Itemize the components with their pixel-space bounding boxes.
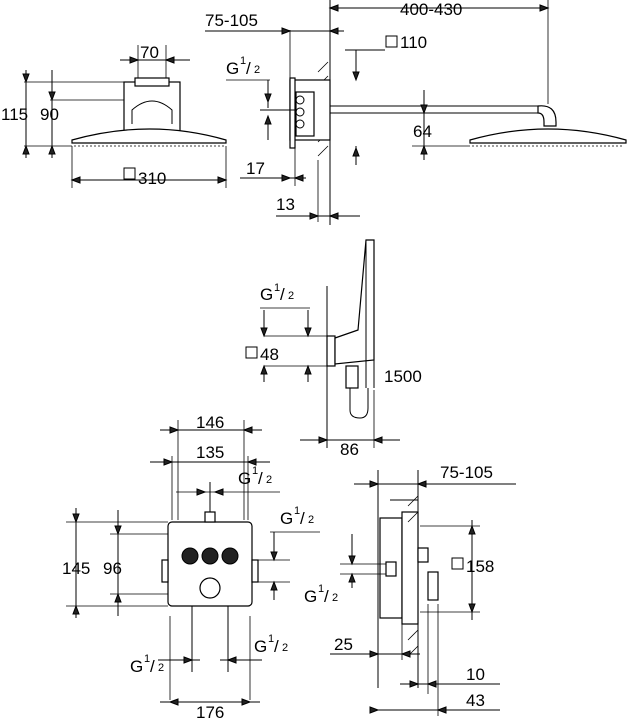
- wall-box-inner: [295, 91, 315, 137]
- cover-plate: [289, 77, 296, 149]
- dim-13: 13: [276, 195, 295, 214]
- valve-side-view: 75-105 158 G 1 / 2 25 10: [304, 463, 516, 716]
- head-shower-front-view: 70 115 90 310: [1, 43, 228, 188]
- svg-text:2: 2: [266, 474, 272, 486]
- shower-head-plate: [71, 128, 227, 144]
- svg-text:1: 1: [318, 583, 324, 595]
- dim-25: 25: [334, 635, 353, 654]
- svg-text:/: /: [258, 469, 263, 488]
- svg-text:G: G: [238, 469, 251, 488]
- svg-text:/: /: [274, 637, 279, 656]
- dim-115: 115: [1, 105, 28, 124]
- dim-146: 146: [196, 413, 224, 432]
- dim-70: 70: [140, 43, 159, 62]
- side-shower-head: [469, 128, 627, 144]
- svg-text:/: /: [280, 285, 285, 304]
- dim-75-105-bottom: 75-105: [440, 463, 493, 482]
- top-inlet: [204, 511, 216, 523]
- svg-text:2: 2: [254, 64, 260, 76]
- dim-1500: 1500: [384, 367, 422, 386]
- svg-text:G: G: [130, 657, 143, 676]
- hand-shower-holder: [334, 239, 375, 365]
- dim-75-105-top: 75-105: [205, 11, 258, 30]
- dim-145: 145: [62, 559, 90, 578]
- dim-176: 176: [196, 703, 224, 720]
- dim-48: 48: [260, 345, 279, 364]
- dim-17: 17: [246, 159, 265, 178]
- head-connector-cap: [134, 77, 170, 87]
- dim-135: 135: [196, 443, 224, 462]
- dim-158: 158: [466, 557, 494, 576]
- svg-text:2: 2: [158, 662, 164, 674]
- head-connector-body: [123, 81, 181, 133]
- head-shower-side-view: 75-105 400-430 110 G 1 / 2 64: [205, 0, 627, 225]
- svg-text:1: 1: [144, 653, 150, 665]
- svg-text:1: 1: [268, 633, 274, 645]
- dim-43: 43: [466, 691, 485, 710]
- hose-connector: [345, 365, 359, 389]
- valve-button-2: [201, 547, 219, 565]
- svg-text:G: G: [280, 509, 293, 528]
- valve-thermostat: [199, 577, 221, 599]
- head-connector-arch: [131, 100, 173, 124]
- square-symbol: [123, 167, 136, 180]
- dim-96: 96: [103, 559, 122, 578]
- svg-text:/: /: [300, 509, 305, 528]
- svg-text:/: /: [246, 59, 251, 78]
- svg-text:/: /: [150, 657, 155, 676]
- svg-text:2: 2: [308, 514, 314, 526]
- svg-text:G: G: [304, 587, 317, 606]
- svg-text:G: G: [254, 637, 267, 656]
- valve-button-3: [221, 547, 239, 565]
- svg-text:2: 2: [288, 290, 294, 302]
- svg-text:2: 2: [332, 592, 338, 604]
- dim-10: 10: [466, 665, 485, 684]
- svg-text:G: G: [260, 285, 273, 304]
- dim-90: 90: [40, 105, 59, 124]
- svg-text:1: 1: [240, 55, 246, 67]
- dim-310: 310: [138, 169, 166, 188]
- dim-86: 86: [340, 440, 359, 459]
- arm-elbow: [537, 105, 557, 127]
- svg-text:/: /: [324, 587, 329, 606]
- valve-button-1: [181, 547, 199, 565]
- wall-outlet: [326, 335, 336, 367]
- valve-front-view: 146 135 G 1 / 2 G 1 / 2: [62, 413, 320, 720]
- hose: [349, 388, 369, 419]
- valve-knob-side: [427, 571, 439, 601]
- svg-text:1: 1: [274, 282, 280, 294]
- dim-110: 110: [400, 33, 427, 52]
- svg-text:1: 1: [252, 465, 258, 477]
- dim-400-430: 400-430: [400, 0, 462, 19]
- svg-text:2: 2: [282, 642, 288, 654]
- dim-64: 64: [413, 122, 432, 141]
- thread-label-g: G: [226, 59, 239, 78]
- svg-text:1: 1: [294, 505, 300, 517]
- hand-shower-view: G 1 / 2 48 1500 86: [245, 239, 422, 459]
